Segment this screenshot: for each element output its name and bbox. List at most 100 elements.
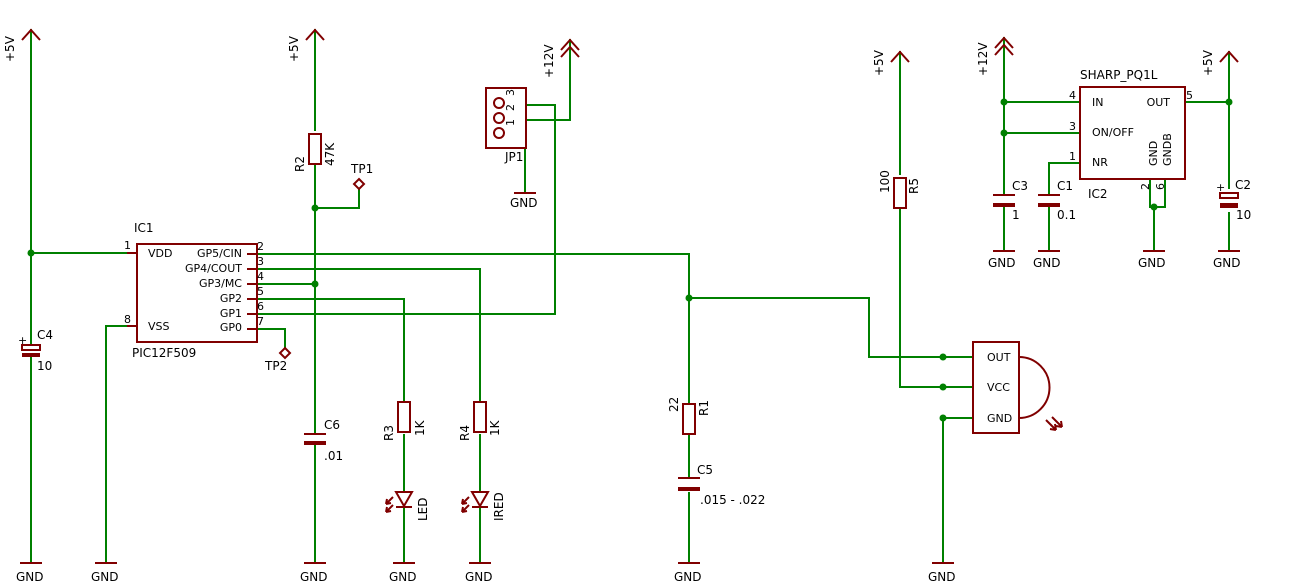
- tp2: TP2: [264, 346, 292, 373]
- ic1-pic12f509: IC1 PIC12F509 VDD GP5/CIN GP4/COUT GP3/M…: [124, 221, 264, 360]
- c2-ref: C2: [1235, 178, 1251, 192]
- ic2-part: SHARP_PQ1L: [1080, 68, 1158, 82]
- c2-polarity: +: [1216, 181, 1225, 194]
- junctions-circle: [939, 353, 947, 361]
- gnd-label: GND: [91, 570, 119, 584]
- junctions-circle: [27, 249, 35, 257]
- ic2-pin-number: 3: [1069, 120, 1076, 133]
- supply-label-12v: +12V: [976, 42, 990, 76]
- tp2-label: TP2: [264, 359, 287, 373]
- c6-ref: C6: [324, 418, 340, 432]
- gnd-label: GND: [928, 570, 956, 584]
- ic2-pin-number: 4: [1069, 89, 1076, 102]
- junctions-circle: [939, 414, 947, 422]
- wires-path: [314, 184, 360, 209]
- resistor-r3-rect: [397, 401, 411, 433]
- ir-receiver-path: [1045, 419, 1057, 431]
- ic1-pin-vdd: VDD: [148, 247, 172, 260]
- ic1-pin-number: 3: [257, 255, 264, 268]
- ic1-pic12f509-path: [127, 252, 257, 330]
- led-ired-path: [470, 491, 490, 509]
- r1-value: 22: [667, 397, 681, 412]
- wires-path: [256, 298, 405, 401]
- jp1-ref: JP1: [504, 150, 523, 164]
- ic2-pin-gnd: GND: [1147, 141, 1160, 166]
- capacitor-c4-rect: [22, 353, 40, 357]
- resistor-r4-rect: [473, 401, 487, 433]
- ic1-ref: IC1: [134, 221, 154, 235]
- resistor-r4: R4 1K: [458, 401, 502, 441]
- gnd-label: GND: [16, 570, 44, 584]
- capacitor-c2: + C2 10: [1216, 178, 1251, 222]
- gnd-label: GND: [1138, 256, 1166, 270]
- c3-ref: C3: [1012, 179, 1028, 193]
- c4-polarity: +: [18, 334, 27, 347]
- junctions-circle: [1000, 98, 1008, 106]
- led-label: LED: [416, 497, 430, 521]
- capacitor-c4-rect: [21, 344, 41, 351]
- c5-value: .015 - .022: [700, 493, 765, 507]
- ground-labels: GND GND GND GND GND GND GND GND GND GND …: [16, 196, 1241, 584]
- ic1-pin-number: 6: [257, 300, 264, 313]
- tp2-path: [278, 346, 292, 360]
- power-symbols-path: [890, 50, 910, 63]
- supply-label-5v: +5V: [1201, 49, 1215, 76]
- capacitor-c5: C5 .015 - .022: [678, 463, 765, 507]
- gnd-label: GND: [1213, 256, 1241, 270]
- led-visible-path: [394, 491, 414, 509]
- r5-value: 100: [878, 170, 892, 193]
- ic1-pin-number: 7: [257, 315, 264, 328]
- jp1-pin-number: 1: [504, 119, 517, 126]
- led-ired-path: [461, 504, 470, 513]
- capacitor-c1: C1 0.1: [1038, 179, 1076, 222]
- ic1-pin-number: 2: [257, 240, 264, 253]
- ic1-pin-gp4: GP4/COUT: [185, 262, 242, 275]
- resistor-r5-rect: [893, 177, 907, 209]
- resistor-r3: R3 1K: [382, 401, 427, 441]
- ir-receiver-path: [1051, 416, 1063, 428]
- wires-path: [256, 328, 286, 351]
- power-symbols-path: [1219, 50, 1239, 63]
- ic1-pin-gp3: GP3/MC: [199, 277, 242, 290]
- junctions: [27, 98, 1233, 422]
- led-visible-path: [385, 496, 394, 505]
- c3-value: 1: [1012, 208, 1020, 222]
- c1-value: 0.1: [1057, 208, 1076, 222]
- junctions-circle: [1150, 203, 1158, 211]
- ic2-pin-nr: NR: [1092, 156, 1108, 169]
- ic2-pin-onoff: ON/OFF: [1092, 126, 1134, 139]
- ic1-pin-number: 4: [257, 270, 264, 283]
- ic1-pin-number: 8: [124, 313, 131, 326]
- tp1-label: TP1: [350, 162, 373, 176]
- wires-path: [899, 209, 974, 388]
- ic2-pin-number: 5: [1186, 89, 1193, 102]
- r1-ref: R1: [697, 400, 711, 416]
- c2-value: 10: [1236, 208, 1251, 222]
- jp1-header-rect: [485, 87, 527, 149]
- gnd-label: GND: [1033, 256, 1061, 270]
- gnd-label: GND: [389, 570, 417, 584]
- jp1-header-circle: [493, 97, 505, 109]
- resistor-r2: R2 47K: [293, 133, 337, 172]
- ic1-part: PIC12F509: [132, 346, 196, 360]
- supply-label-12v: +12V: [542, 44, 556, 78]
- ground-symbols: [20, 192, 1240, 564]
- led-ired-path: [461, 496, 470, 505]
- wires-path: [256, 253, 690, 405]
- wires-path: [105, 325, 128, 564]
- resistor-r5: 100 R5: [878, 170, 921, 209]
- capacitor-c4: + C4 10: [18, 328, 53, 373]
- led-visible-path: [385, 504, 394, 513]
- wires-path: [688, 297, 974, 358]
- r3-ref: R3: [382, 425, 396, 441]
- ic2-ref: IC2: [1088, 187, 1108, 201]
- wires-path: [256, 104, 556, 315]
- ic1-pin-vss: VSS: [148, 320, 170, 333]
- ic1-pin-gp1: GP1: [220, 307, 242, 320]
- ir-receiver-path: [1018, 356, 1051, 419]
- ic1-body: [136, 243, 258, 343]
- junctions-circle: [311, 204, 319, 212]
- led-ired: IRED: [461, 491, 506, 521]
- junctions-circle: [1000, 129, 1008, 137]
- power-labels: +5V +5V +12V +5V +12V +5V: [3, 35, 1215, 78]
